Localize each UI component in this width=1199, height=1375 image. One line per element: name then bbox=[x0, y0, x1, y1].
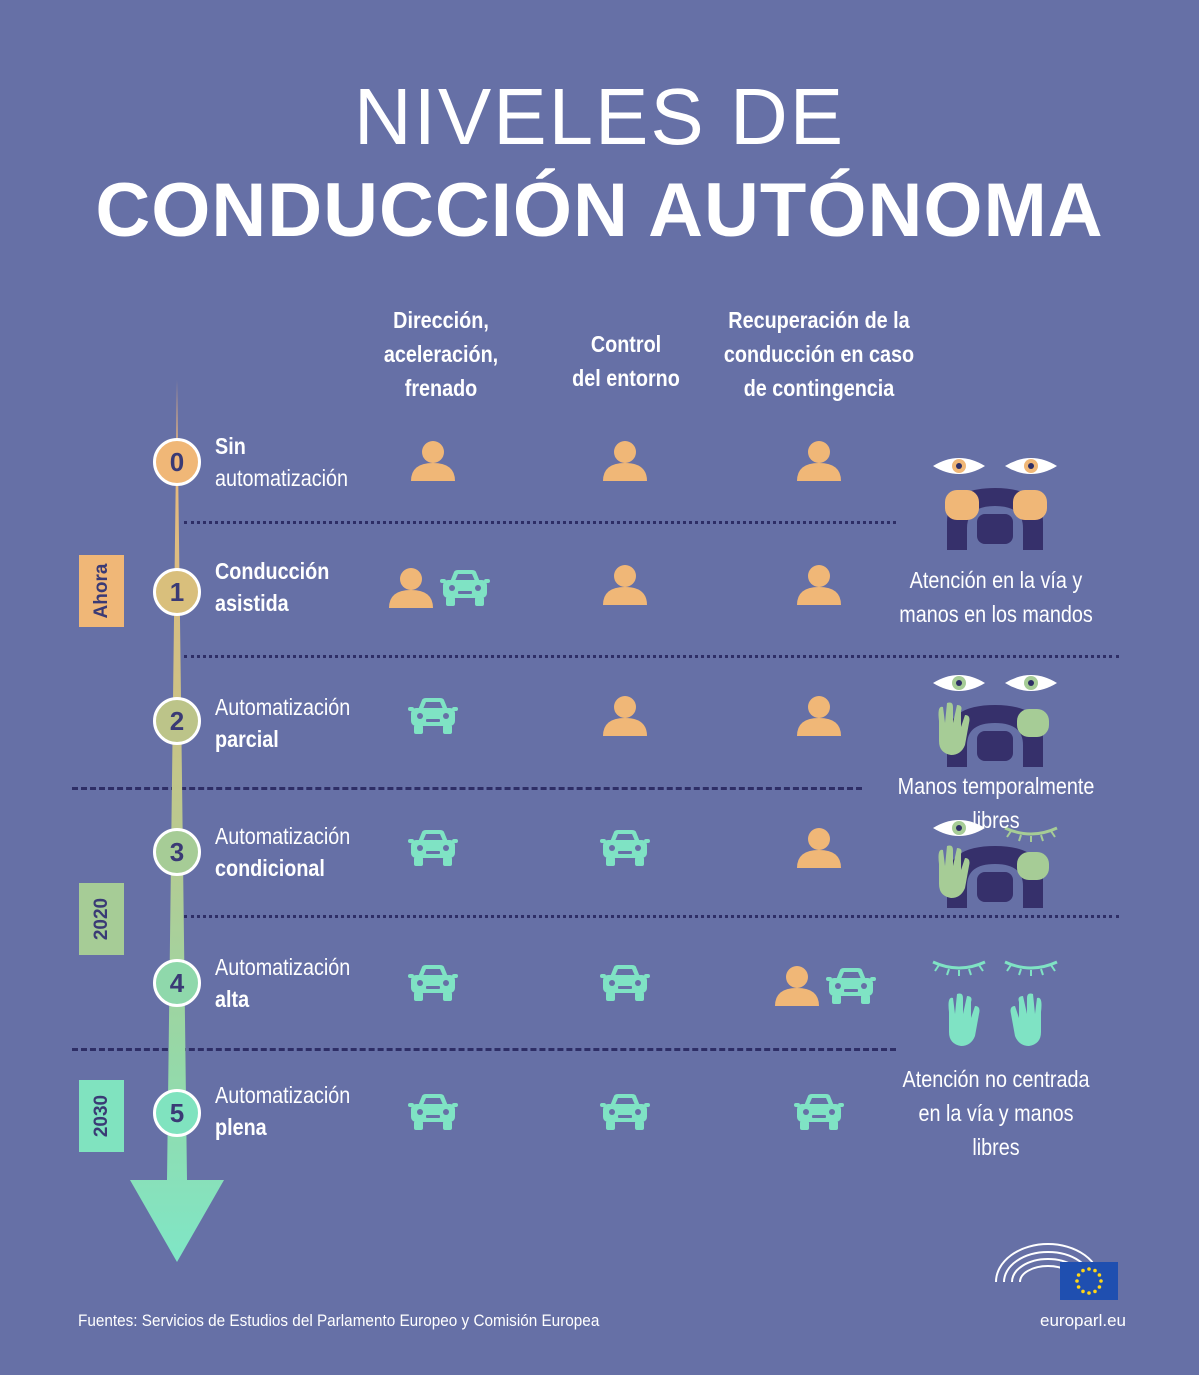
car-icon bbox=[826, 968, 876, 1004]
car-icon bbox=[794, 1094, 844, 1130]
title-line-1: NIVELES DE bbox=[353, 72, 846, 161]
separator-1-2 bbox=[184, 655, 1119, 658]
car-icon bbox=[440, 570, 490, 606]
driver-conditional-illustration bbox=[933, 820, 1058, 908]
hand-icon bbox=[1013, 490, 1047, 520]
dashed-separator-2-3 bbox=[72, 787, 862, 790]
person-icon bbox=[797, 828, 841, 868]
eye-open-icon bbox=[933, 458, 985, 474]
level-5-circle: 5 bbox=[153, 1089, 201, 1137]
person-icon bbox=[775, 966, 819, 1006]
level-2-label: Automatización parcial bbox=[215, 694, 351, 752]
level-4-label: Automatización alta bbox=[215, 954, 351, 1012]
level-3-label: Automatización condicional bbox=[215, 823, 351, 881]
source-note: Fuentes: Servicios de Estudios del Parla… bbox=[78, 1311, 600, 1330]
person-icon bbox=[603, 565, 647, 605]
driver-hands-free-illustration bbox=[933, 675, 1057, 767]
eye-closed-icon bbox=[1004, 960, 1058, 976]
car-icon bbox=[408, 830, 458, 866]
level-3-circle: 3 bbox=[153, 828, 201, 876]
level-0-label: Sin automatización bbox=[215, 433, 349, 491]
eu-flag-icon bbox=[1060, 1262, 1118, 1300]
eye-closed-icon bbox=[932, 960, 986, 976]
car-icon bbox=[600, 830, 650, 866]
hand-icon bbox=[1010, 993, 1042, 1046]
person-icon bbox=[603, 696, 647, 736]
parliament-logo-icon bbox=[995, 1243, 1118, 1300]
badge-2020: 2020 bbox=[79, 883, 124, 955]
eye-open-icon bbox=[933, 820, 985, 836]
label-attention-hands-on: Atención en la vía y manos en los mandos bbox=[899, 567, 1093, 627]
person-icon bbox=[797, 565, 841, 605]
car-icon bbox=[408, 1094, 458, 1130]
hand-icon bbox=[948, 993, 980, 1046]
driver-attention-illustration bbox=[933, 458, 1057, 550]
car-icon bbox=[408, 965, 458, 1001]
level-4-circle: 4 bbox=[153, 959, 201, 1007]
column-header-fallback: Recuperación de la conducción en caso de… bbox=[723, 307, 915, 401]
person-icon bbox=[797, 441, 841, 481]
hand-icon bbox=[1017, 709, 1049, 737]
column-header-environment: Control del entorno bbox=[572, 331, 680, 391]
person-icon bbox=[389, 568, 433, 608]
eye-open-icon bbox=[1005, 675, 1057, 691]
hand-icon bbox=[1017, 852, 1049, 880]
person-icon bbox=[797, 696, 841, 736]
hand-icon bbox=[945, 490, 979, 520]
hand-icon bbox=[938, 845, 970, 898]
dashed-separator-4-5 bbox=[72, 1048, 896, 1051]
badge-now: Ahora bbox=[79, 555, 124, 627]
eye-closed-icon bbox=[1004, 826, 1058, 842]
level-1-label: Conducción asistida bbox=[215, 558, 330, 616]
car-icon bbox=[408, 698, 458, 734]
level-2-circle: 2 bbox=[153, 697, 201, 745]
hand-icon bbox=[938, 702, 970, 755]
separator-3-4 bbox=[184, 915, 1119, 918]
person-icon bbox=[603, 441, 647, 481]
car-icon bbox=[600, 1094, 650, 1130]
eye-open-icon bbox=[1005, 458, 1057, 474]
column-header-steering: Dirección, aceleración, frenado bbox=[383, 307, 499, 401]
level-5-label: Automatización plena bbox=[215, 1082, 351, 1140]
car-icon bbox=[600, 965, 650, 1001]
badge-2030: 2030 bbox=[79, 1080, 124, 1152]
label-no-attention: Atención no centrada en la vía y manos l… bbox=[902, 1066, 1090, 1160]
person-icon bbox=[411, 441, 455, 481]
site-link[interactable]: europarl.eu bbox=[1040, 1311, 1127, 1330]
separator-0-1 bbox=[184, 521, 896, 524]
driver-no-attention-illustration bbox=[932, 960, 1058, 1046]
eye-open-icon bbox=[933, 675, 985, 691]
title-line-2: CONDUCCIÓN AUTÓNOMA bbox=[95, 168, 1104, 253]
label-hands-temporarily-free: Manos temporalmente libres bbox=[897, 773, 1095, 833]
level-0-circle: 0 bbox=[153, 438, 201, 486]
timeline-arrow bbox=[130, 380, 224, 1262]
level-1-circle: 1 bbox=[153, 568, 201, 616]
